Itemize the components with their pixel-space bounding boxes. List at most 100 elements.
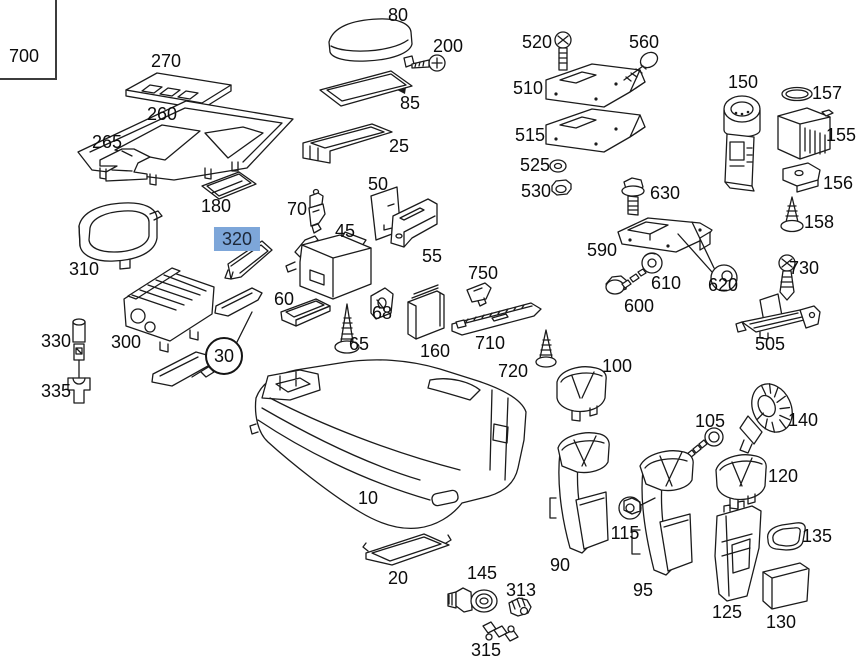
part-art-300 <box>124 268 214 352</box>
part-label-505[interactable]: 505 <box>754 334 786 354</box>
part-art-90 <box>550 433 609 553</box>
part-label-50[interactable]: 50 <box>367 174 389 194</box>
part-label-600[interactable]: 600 <box>623 296 655 316</box>
part-label-200[interactable]: 200 <box>432 36 464 56</box>
part-label-300[interactable]: 300 <box>110 332 142 352</box>
part-label-90[interactable]: 90 <box>549 555 571 575</box>
part-art-95 <box>632 451 693 575</box>
part-label-105[interactable]: 105 <box>694 411 726 431</box>
part-label-330[interactable]: 330 <box>40 331 72 351</box>
part-label-260[interactable]: 260 <box>146 104 178 124</box>
part-label-140[interactable]: 140 <box>787 410 819 430</box>
part-label-750[interactable]: 750 <box>467 263 499 283</box>
part-label-155[interactable]: 155 <box>825 125 857 145</box>
part-label-145[interactable]: 145 <box>466 563 498 583</box>
part-art-85 <box>320 71 412 106</box>
part-label-525[interactable]: 525 <box>519 155 551 175</box>
part-art-125 <box>715 501 761 601</box>
part-art-313 <box>509 598 531 616</box>
part-label-710[interactable]: 710 <box>474 333 506 353</box>
part-label-335[interactable]: 335 <box>40 381 72 401</box>
part-art-330 <box>73 319 85 377</box>
part-art-180 <box>202 172 256 199</box>
part-label-610[interactable]: 610 <box>650 273 682 293</box>
part-label-313[interactable]: 313 <box>505 580 537 600</box>
part-art-145 <box>448 588 497 612</box>
part-label-520[interactable]: 520 <box>521 32 553 52</box>
part-label-45[interactable]: 45 <box>334 221 356 241</box>
part-art-200 <box>412 55 445 71</box>
part-art-525 <box>550 160 566 172</box>
part-label-100[interactable]: 100 <box>601 356 633 376</box>
part-label-515[interactable]: 515 <box>514 125 546 145</box>
part-label-157[interactable]: 157 <box>811 83 843 103</box>
part-art-335 <box>68 378 90 403</box>
legend-box <box>0 0 57 80</box>
part-art-270 <box>126 73 231 109</box>
part-art-120 <box>716 455 766 509</box>
part-art-10 <box>250 360 526 529</box>
part-label-20[interactable]: 20 <box>387 568 409 588</box>
part-label-310[interactable]: 310 <box>68 259 100 279</box>
part-label-135[interactable]: 135 <box>801 526 833 546</box>
part-art-750 <box>467 283 491 306</box>
part-art-150 <box>724 96 760 191</box>
part-art-65 <box>335 304 359 353</box>
part-label-530[interactable]: 530 <box>520 181 552 201</box>
part-label-620[interactable]: 620 <box>707 275 739 295</box>
part-label-120[interactable]: 120 <box>767 466 799 486</box>
part-label-160[interactable]: 160 <box>419 341 451 361</box>
part-label-85[interactable]: 85 <box>399 93 421 113</box>
part-art-157 <box>782 88 812 101</box>
arrow-icon <box>397 87 406 94</box>
part-label-150[interactable]: 150 <box>727 72 759 92</box>
part-art-560 <box>624 49 660 81</box>
part-label-590[interactable]: 590 <box>586 240 618 260</box>
part-label-265[interactable]: 265 <box>91 132 123 152</box>
part-art-68 <box>371 288 393 319</box>
part-label-320[interactable]: 320 <box>213 227 261 251</box>
part-art-510 <box>546 64 645 107</box>
part-art-610 <box>642 253 662 273</box>
part-art-310 <box>79 203 162 269</box>
part-art-55 <box>391 199 437 247</box>
part-art-520 <box>555 32 571 70</box>
part-label-10[interactable]: 10 <box>357 488 379 508</box>
part-art-265 <box>100 149 150 181</box>
part-label-158[interactable]: 158 <box>803 212 835 232</box>
part-label-95[interactable]: 95 <box>632 580 654 600</box>
part-label-560[interactable]: 560 <box>628 32 660 52</box>
part-label-80[interactable]: 80 <box>387 5 409 25</box>
part-art-130 <box>763 563 809 609</box>
part-label-315[interactable]: 315 <box>470 640 502 660</box>
part-label-125[interactable]: 125 <box>711 602 743 622</box>
part-label-510[interactable]: 510 <box>512 78 544 98</box>
part-label-68[interactable]: 68 <box>371 303 393 323</box>
part-art-140 <box>740 377 800 453</box>
part-art-60 <box>281 299 330 326</box>
part-art-160 <box>408 285 444 339</box>
part-label-55[interactable]: 55 <box>421 246 443 266</box>
part-art-720 <box>536 330 556 367</box>
part-label-60[interactable]: 60 <box>273 289 295 309</box>
part-label-25[interactable]: 25 <box>388 136 410 156</box>
part-art-505 <box>736 294 820 339</box>
part-label-270[interactable]: 270 <box>150 51 182 71</box>
part-art-100 <box>557 367 606 421</box>
part-label-630[interactable]: 630 <box>649 183 681 203</box>
part-label-156[interactable]: 156 <box>822 173 854 193</box>
part-label-180[interactable]: 180 <box>200 196 232 216</box>
part-label-115[interactable]: 115 <box>610 523 640 543</box>
part-label-30[interactable]: 30 <box>205 337 243 375</box>
part-label-65[interactable]: 65 <box>348 334 370 354</box>
part-art-70 <box>309 190 325 234</box>
part-label-700[interactable]: 700 <box>8 46 40 66</box>
part-art-600 <box>606 269 646 294</box>
part-art-155 <box>778 108 833 159</box>
part-label-720[interactable]: 720 <box>497 361 529 381</box>
part-label-70[interactable]: 70 <box>286 199 308 219</box>
part-label-130[interactable]: 130 <box>765 612 797 632</box>
part-label-730[interactable]: 730 <box>788 258 820 278</box>
